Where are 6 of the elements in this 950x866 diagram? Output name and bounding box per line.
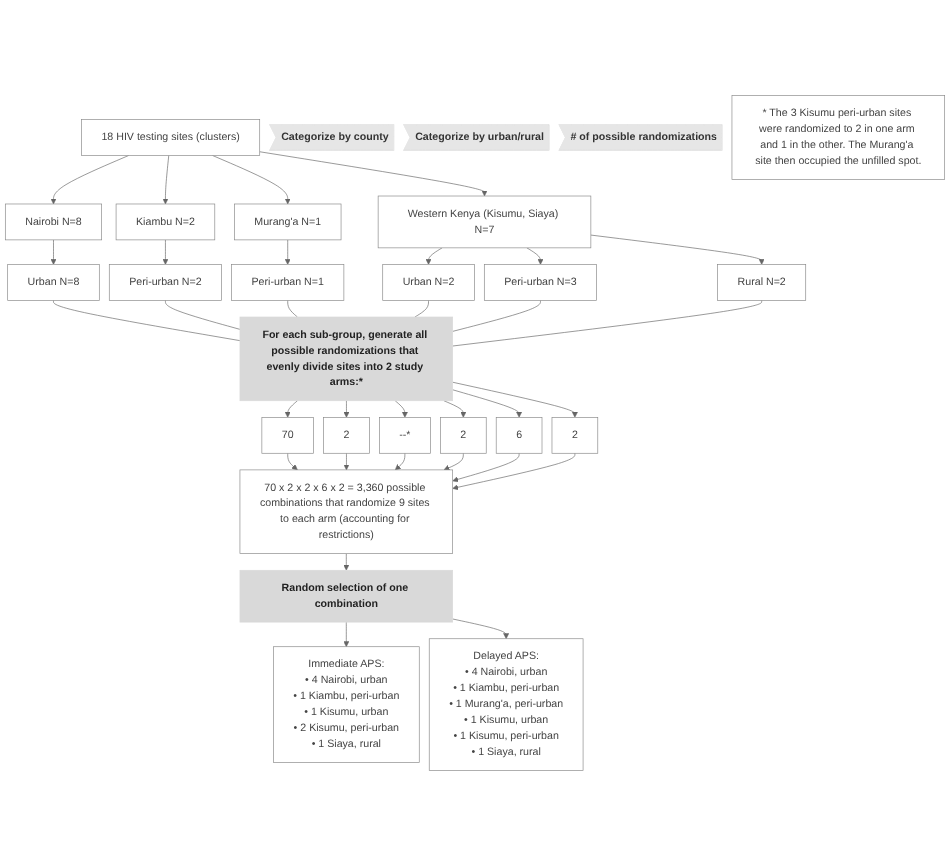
connector <box>452 300 763 347</box>
connector <box>287 300 298 318</box>
connector <box>452 300 541 332</box>
connector <box>165 300 241 330</box>
connector <box>414 300 429 318</box>
connector <box>53 300 241 341</box>
